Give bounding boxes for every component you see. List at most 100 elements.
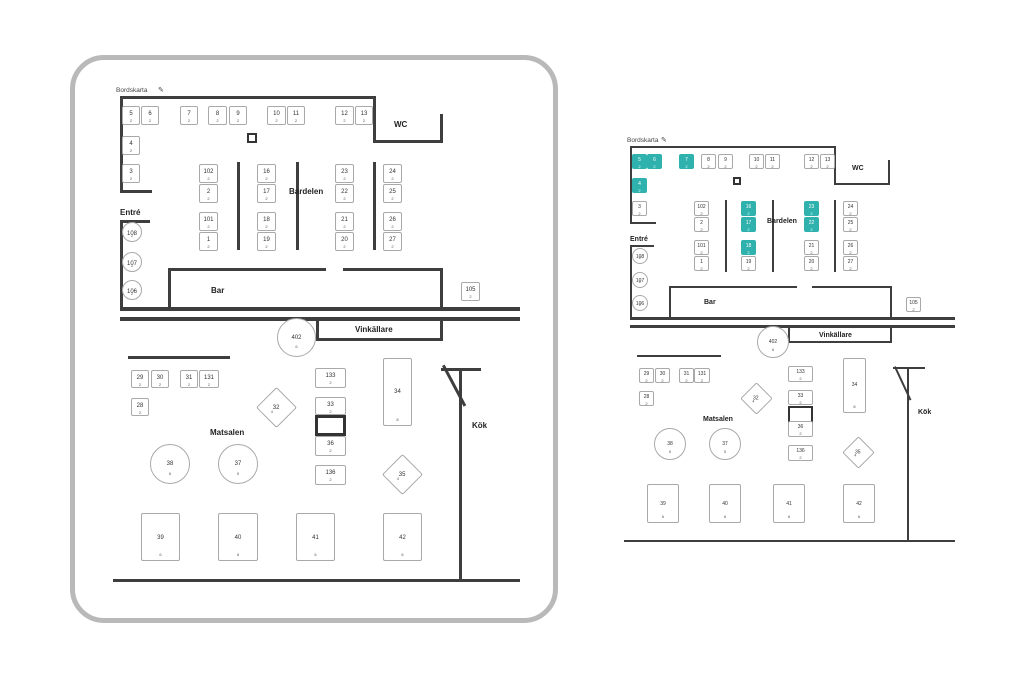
pencil-icon[interactable]: ✎ xyxy=(661,137,667,144)
pencil-icon[interactable]: ✎ xyxy=(158,87,164,94)
